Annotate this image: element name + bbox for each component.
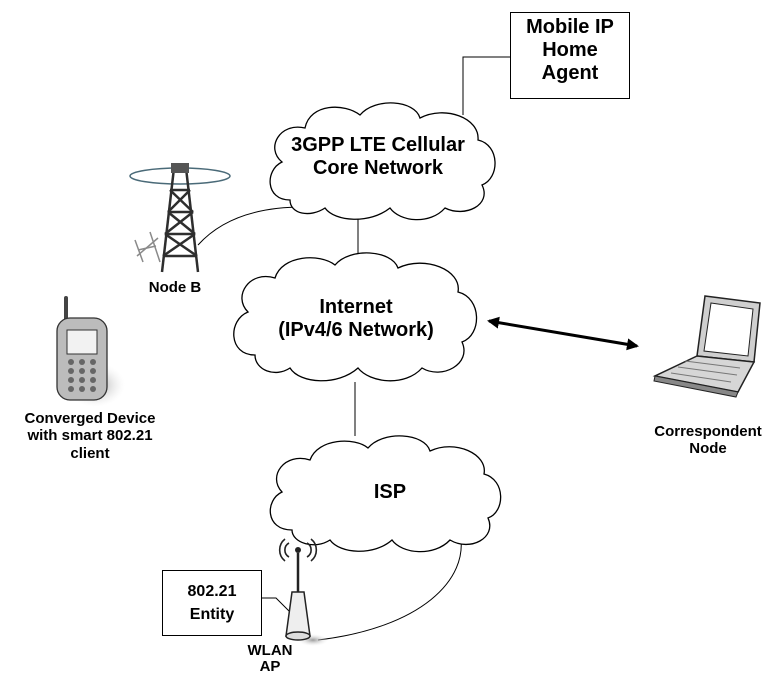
wlan-ap-icon (278, 538, 328, 646)
isp-label: ISP (373, 481, 407, 503)
core-network-cloud (269, 102, 496, 221)
wlan-line2: AP (259, 657, 281, 675)
internet-line2: (IPv4/6 Network) (278, 319, 434, 341)
core-network-line1: 3GPP LTE Cellular (291, 134, 465, 156)
internet-line1: Internet (319, 296, 393, 318)
correspondent-line1: Correspondent (654, 423, 762, 440)
laptop-icon (652, 295, 761, 398)
entity-box (162, 570, 262, 636)
mobile-phone-icon (56, 296, 125, 407)
core-network-line2: Core Network (312, 157, 444, 179)
device-label: Converged Device with smart 802.21 clien… (0, 410, 180, 462)
home-agent-line2: Home (542, 39, 598, 61)
device-line2: with smart 802.21 (27, 427, 153, 445)
entity-line1: 802.21 (187, 583, 237, 600)
core-network-label: 3GPP LTE Cellular Core Network (262, 134, 494, 180)
internet-label: Internet (IPv4/6 Network) (232, 296, 480, 342)
entity-line2: Entity (189, 606, 235, 624)
node-b-label: Node B (148, 279, 202, 296)
entity-label: 802.21 Entity (162, 580, 262, 626)
wlan-label: WLAN AP (240, 643, 300, 675)
wlan-line1: WLAN (247, 642, 293, 659)
internet-correspondent-arrow (487, 316, 639, 351)
entity-pointer (262, 597, 292, 614)
isp-cloud (269, 435, 502, 553)
device-line1: Converged Device (24, 410, 156, 427)
home-agent-line3: Agent (541, 62, 599, 84)
home-agent-label: Mobile IP Home Agent (510, 16, 630, 85)
device-line3: client (70, 444, 110, 462)
home-agent-link (462, 56, 510, 115)
home-agent-box (510, 12, 630, 99)
isp-wlan-link (317, 532, 462, 641)
nodeb-core-link (197, 206, 304, 246)
connector-lines (197, 56, 510, 641)
home-agent-line1: Mobile IP (526, 16, 614, 38)
correspondent-label: Correspondent Node (640, 423, 776, 458)
internet-cloud (233, 252, 478, 382)
node-b-tower-icon (129, 163, 231, 273)
correspondent-line2: Node (689, 440, 727, 458)
